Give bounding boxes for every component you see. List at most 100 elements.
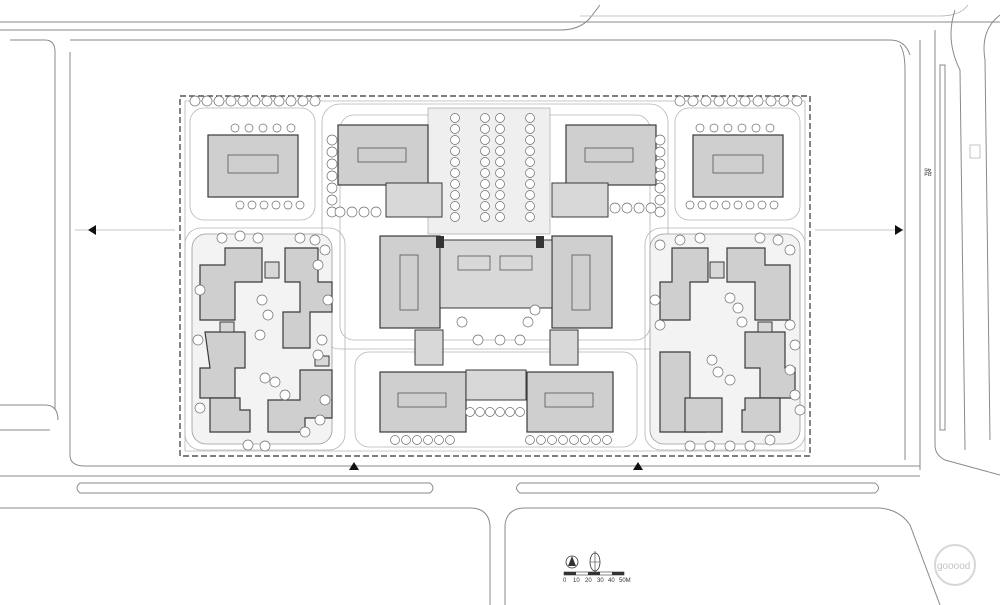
- tree-icon: [309, 95, 321, 107]
- tree-icon: [283, 200, 293, 210]
- tree-icon: [514, 334, 526, 346]
- tree-icon: [259, 440, 271, 452]
- tree-icon: [234, 230, 246, 242]
- tree-icon: [480, 212, 490, 222]
- tree-icon: [732, 302, 744, 314]
- tree-icon: [745, 200, 755, 210]
- tree-icon: [494, 334, 506, 346]
- tree-icon: [370, 206, 382, 218]
- tree-icon: [322, 294, 334, 306]
- tree-icon: [633, 202, 645, 214]
- scale-bar: 0 10 20 30 40 50M: [563, 571, 631, 584]
- tree-icon: [423, 435, 433, 445]
- central-complex: [379, 235, 613, 366]
- tree-icon: [791, 95, 803, 107]
- tree-icon: [547, 435, 557, 445]
- tree-icon: [495, 124, 505, 134]
- tree-icon: [724, 440, 736, 452]
- east-residential-cluster: [659, 247, 796, 433]
- tree-icon: [319, 244, 331, 256]
- tree-icon: [480, 146, 490, 156]
- tree-icon: [262, 309, 274, 321]
- tree-icon: [505, 407, 515, 417]
- tree-icon: [736, 316, 748, 328]
- tree-icon: [319, 394, 331, 406]
- tree-icon: [456, 316, 468, 328]
- south-office-west: [379, 371, 467, 433]
- tree-icon: [789, 339, 801, 351]
- tree-icon: [480, 113, 490, 123]
- tree-icon: [480, 201, 490, 211]
- tree-icon: [706, 354, 718, 366]
- tree-icon: [326, 182, 338, 194]
- tree-icon: [242, 439, 254, 451]
- tree-icon: [654, 158, 666, 170]
- tree-icon: [269, 376, 281, 388]
- tree-icon: [480, 124, 490, 134]
- tree-icon: [272, 123, 282, 133]
- road-network: [0, 4, 1000, 605]
- tree-icon: [654, 206, 666, 218]
- tree-icon: [480, 157, 490, 167]
- tree-icon: [525, 212, 535, 222]
- tree-icon: [726, 95, 738, 107]
- tree-icon: [751, 123, 761, 133]
- tree-icon: [326, 146, 338, 158]
- tree-icon: [326, 134, 338, 146]
- tree-icon: [412, 435, 422, 445]
- tree-icon: [450, 135, 460, 145]
- tree-icon: [249, 95, 261, 107]
- tree-icon: [194, 284, 206, 296]
- scale-label-40: 40: [608, 578, 615, 584]
- tree-icon: [495, 190, 505, 200]
- tree-icon: [674, 234, 686, 246]
- tree-icon: [259, 200, 269, 210]
- tree-icon: [495, 179, 505, 189]
- tree-icon: [525, 435, 535, 445]
- tree-icon: [480, 179, 490, 189]
- tree-icon: [309, 234, 321, 246]
- tree-icon: [450, 113, 460, 123]
- tree-icon: [709, 200, 719, 210]
- tree-icon: [237, 95, 249, 107]
- tree-icon: [495, 146, 505, 156]
- tree-icon: [258, 123, 268, 133]
- tree-icon: [602, 435, 612, 445]
- tree-icon: [295, 200, 305, 210]
- tree-icon: [525, 113, 535, 123]
- tree-icon: [450, 190, 460, 200]
- tree-icon: [754, 232, 766, 244]
- tree-icon: [201, 95, 213, 107]
- tree-icon: [450, 212, 460, 222]
- tree-icon: [654, 194, 666, 206]
- landscape-trees: [189, 95, 806, 452]
- tree-icon: [495, 201, 505, 211]
- tree-icon: [495, 157, 505, 167]
- tree-icon: [450, 179, 460, 189]
- tree-icon: [558, 435, 568, 445]
- tree-icon: [285, 95, 297, 107]
- tree-icon: [445, 435, 455, 445]
- tree-icon: [495, 113, 505, 123]
- entrance-arrow-icon: [88, 225, 903, 470]
- tree-icon: [674, 95, 686, 107]
- tree-icon: [713, 95, 725, 107]
- tree-icon: [654, 319, 666, 331]
- tree-icon: [525, 146, 535, 156]
- tree-icon: [401, 435, 411, 445]
- tree-icon: [525, 179, 535, 189]
- tree-icon: [450, 201, 460, 211]
- tree-icon: [757, 200, 767, 210]
- tree-icon: [765, 95, 777, 107]
- scale-label-0: 0: [563, 578, 567, 584]
- tree-icon: [480, 168, 490, 178]
- watermark-logo: gooood: [934, 544, 976, 586]
- tree-icon: [654, 170, 666, 182]
- tree-icon: [712, 366, 724, 378]
- tree-icon: [495, 212, 505, 222]
- tree-icon: [525, 190, 535, 200]
- tree-icon: [724, 292, 736, 304]
- tree-icon: [314, 414, 326, 426]
- tree-icon: [485, 407, 495, 417]
